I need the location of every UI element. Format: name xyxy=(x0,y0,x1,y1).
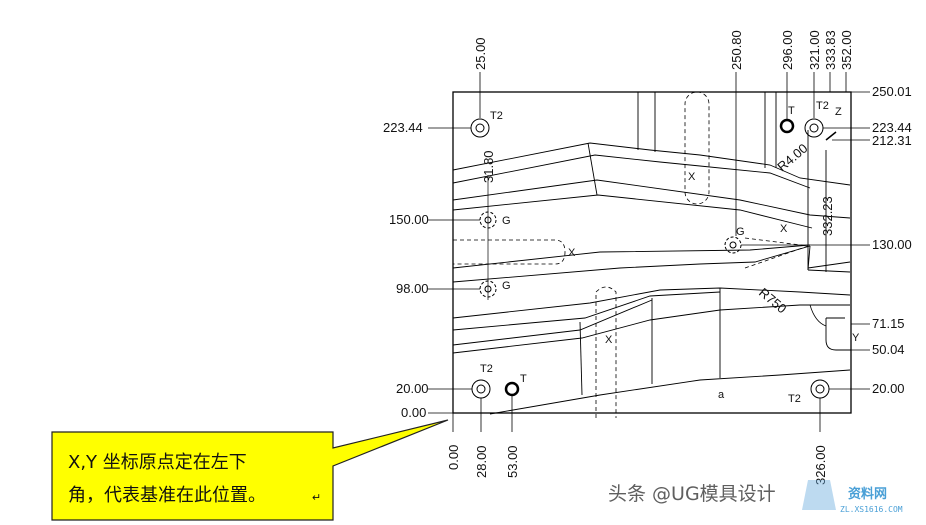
watermark-url: ZL.XS1616.COM xyxy=(840,505,903,514)
origin-callout: X,Y 坐标原点定在左下 角，代表基准在此位置。 ↵ xyxy=(51,419,449,521)
dimension-leaders xyxy=(428,72,870,432)
label-t-bottom: T xyxy=(520,373,527,385)
callout-line-2: 角，代表基准在此位置。 xyxy=(68,485,266,506)
label-z: Z xyxy=(835,106,842,118)
hole-t2-bottom-left xyxy=(471,379,491,399)
label-t2-top-left: T2 xyxy=(490,110,503,122)
dim-left-223-44: 223.44 xyxy=(383,120,423,135)
label-t-top: T xyxy=(788,105,795,117)
plate-outline xyxy=(452,91,852,414)
dim-top-25: 25.00 xyxy=(473,37,488,70)
dim-right-223-44: 223.44 xyxy=(872,120,912,135)
label-y: Y xyxy=(852,332,860,344)
dim-right-50-04: 50.04 xyxy=(872,342,905,357)
dim-inner-332-23: 332.23 xyxy=(820,196,835,236)
dim-left-0: 0.00 xyxy=(401,405,426,420)
dim-right-250-01: 250.01 xyxy=(872,84,912,99)
dim-top-352: 352.00 xyxy=(839,30,854,70)
callout-return-mark: ↵ xyxy=(312,492,321,504)
dim-right-212-31: 212.31 xyxy=(872,133,912,148)
plate-geometry xyxy=(452,92,851,415)
label-t2-bottom-left: T2 xyxy=(480,363,493,375)
callout-line-1: X,Y 坐标原点定在左下 xyxy=(68,452,247,473)
watermark-text: 头条 @UG模具设计 xyxy=(608,483,776,505)
watermark-logo-icon xyxy=(802,480,836,510)
label-g-right: G xyxy=(736,226,745,238)
label-a: a xyxy=(718,389,725,401)
label-x-top: X xyxy=(688,171,696,183)
dim-inner-31-80: 31.80 xyxy=(481,150,496,183)
dim-bottom-28: 28.00 xyxy=(474,445,489,478)
hole-t2-top-right xyxy=(804,118,824,138)
dim-right-130: 130.00 xyxy=(872,237,912,252)
dim-bottom-0: 0.00 xyxy=(446,445,461,470)
hidden-features xyxy=(453,91,809,418)
dim-bottom-326: 326.00 xyxy=(813,445,828,485)
label-t2-top-right: T2 xyxy=(816,100,829,112)
hole-t-top xyxy=(779,118,795,134)
label-t2-bottom-right: T2 xyxy=(788,393,801,405)
dim-top-321: 321.00 xyxy=(807,30,822,70)
dim-right-71-15: 71.15 xyxy=(872,316,905,331)
label-g-150: G xyxy=(502,215,511,227)
dim-right-20: 20.00 xyxy=(872,381,905,396)
dim-left-98: 98.00 xyxy=(396,281,429,296)
watermark-site: 资料网 xyxy=(848,486,887,502)
dim-top-296: 296.00 xyxy=(780,30,795,70)
label-x-bottom: X xyxy=(605,334,613,346)
dim-top-333-83: 333.83 xyxy=(823,30,838,70)
watermark: 头条 @UG模具设计 资料网 ZL.XS1616.COM xyxy=(608,480,903,514)
hole-t2-bottom-right xyxy=(810,379,830,399)
dim-left-20: 20.00 xyxy=(396,381,429,396)
callout-box xyxy=(51,419,449,521)
label-x-right: X xyxy=(780,223,788,235)
label-x-left: X xyxy=(568,247,576,259)
dim-bottom-53: 53.00 xyxy=(505,445,520,478)
dim-radius-r750: R750 xyxy=(756,285,789,316)
hole-t2-top-left xyxy=(470,118,490,138)
dim-radius-r4: R4.00 xyxy=(774,141,810,175)
dim-top-250-80: 250.80 xyxy=(729,30,744,70)
dim-left-150: 150.00 xyxy=(389,212,429,227)
label-g-98: G xyxy=(502,280,511,292)
hole-t-bottom xyxy=(504,381,520,397)
